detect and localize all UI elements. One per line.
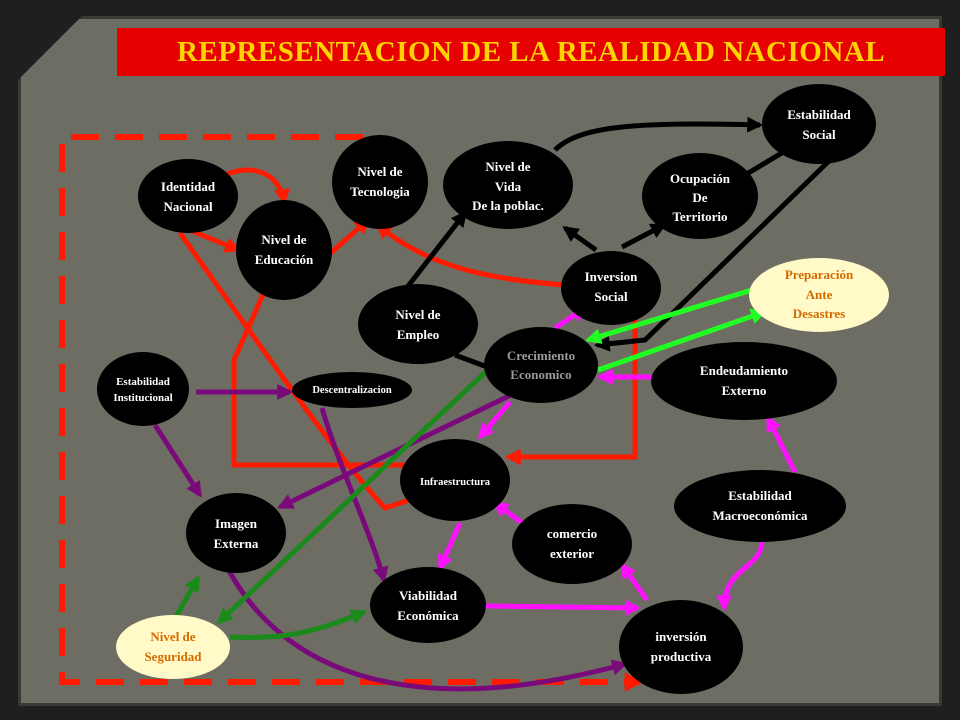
edge-viabilidad-inversion-prod: [485, 599, 642, 616]
node-infraestructura: Infraestructura: [400, 439, 510, 521]
edge-descentralizacion-viabilidad: [319, 407, 389, 584]
edge-inversion-tecnologia: [375, 222, 566, 288]
title-banner: REPRESENTACION DE LA REALIDAD NACIONAL: [117, 28, 945, 76]
edge-infra-viabilidad: [437, 521, 463, 571]
dashed-boundary: [59, 134, 644, 692]
edge-macro-endeudamiento: [765, 415, 798, 474]
black-connectors: [403, 116, 832, 371]
edge-educacion-tecnologia: [323, 217, 371, 260]
edge-loop-educacion: [231, 262, 411, 468]
edge-crecimiento-imagen: [277, 390, 517, 510]
edge-empleo-vida: [403, 210, 467, 292]
svg-text:Descentralizacion: Descentralizacion: [312, 385, 391, 396]
bright-green-connectors: [584, 287, 768, 373]
edge-identidad-educacion-curve: [216, 167, 291, 206]
edge-vida-estabilidad-social: [553, 116, 764, 152]
purple-connectors: [152, 383, 629, 692]
slide-corner-notch: [18, 16, 82, 80]
edge-crecimiento-preparacion: [597, 308, 768, 373]
edge-imagen-inversion-prod: [219, 555, 629, 692]
edge-seguridad-imagen: [170, 575, 201, 624]
node-descentralizacion: Descentralizacion: [292, 372, 412, 408]
edge-inversion-vida: [562, 225, 598, 253]
edge-crecimiento-seguridad: [216, 364, 494, 625]
edge-estabilidad-crecimiento: [593, 158, 832, 352]
edge-inversion-prod-comercio: [619, 562, 650, 602]
svg-text:Infraestructura: Infraestructura: [420, 477, 491, 488]
edge-macro-inversion-prod: [716, 539, 765, 612]
green-connectors: [170, 364, 494, 640]
edge-crecimiento-infraestructura: [477, 400, 512, 440]
page-title: REPRESENTACION DE LA REALIDAD NACIONAL: [176, 35, 886, 68]
edge-comercio-infra: [492, 500, 527, 528]
edge-estab-inst-imagen: [152, 423, 203, 498]
edge-inversion-ocupacion: [620, 222, 667, 250]
edge-preparacion-crecimiento: [584, 287, 753, 344]
edge-seguridad-viabilidad: [229, 609, 367, 640]
edge-identidad-comercio: [177, 231, 444, 511]
